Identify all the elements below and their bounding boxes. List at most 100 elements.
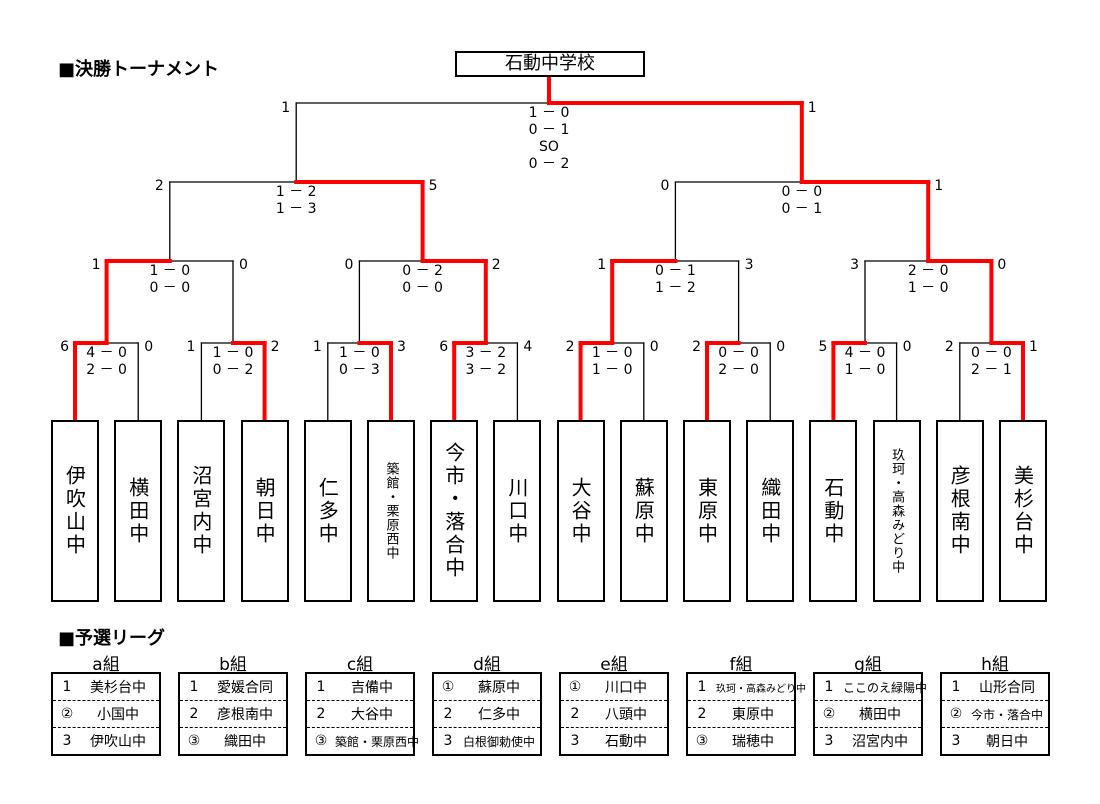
team-name: 美杉台中 [1010, 465, 1035, 557]
match-right-score: 0 [239, 257, 248, 273]
team-name: 玖珂・高森みどり中 [889, 448, 905, 574]
match-left-score: 1 [597, 257, 607, 273]
group-name: e組 [600, 655, 628, 675]
match-right-score: 4 [523, 339, 533, 355]
group-rank: ③ [695, 733, 709, 749]
group-team: ここのえ緑陽中 [843, 680, 928, 695]
group-rank: 2 [443, 706, 453, 722]
group-team: 今市・落合中 [970, 707, 1043, 722]
match-right-score: 2 [270, 339, 280, 355]
match-right-score: 2 [491, 257, 501, 273]
match-results: 1 － 0 0 － 0 [149, 263, 191, 296]
match-results: 4 － 0 1 － 0 [844, 345, 886, 378]
match-right-score: 0 [902, 339, 912, 355]
group-team: 愛媛合同 [217, 680, 273, 696]
group-name: b組 [219, 655, 247, 675]
match-results: 1 － 2 1 － 3 [275, 184, 317, 217]
group-rank: 2 [570, 706, 580, 722]
group-rank: 1 [316, 679, 326, 695]
group-rank: ③ [187, 733, 201, 749]
match-results: 0 － 1 1 － 2 [655, 263, 696, 296]
match-left-score: 1 [281, 100, 291, 116]
group-team: 山形合同 [979, 680, 1035, 696]
group-row: 1 愛媛合同 [180, 674, 286, 700]
team-name: 蘇原中 [631, 476, 656, 546]
team-name: 仁多中 [315, 476, 340, 546]
match-right-score: 0 [997, 257, 1007, 273]
group-rank: 3 [62, 733, 72, 749]
match-results: 0 － 0 2 － 0 [718, 345, 759, 378]
match-right-score: 3 [744, 257, 754, 273]
team-name: 川口中 [504, 476, 529, 546]
team-name: 築館・栗原西中 [383, 462, 399, 560]
group-team: 美杉台中 [90, 680, 146, 696]
match-results: 3 － 2 3 － 2 [465, 345, 507, 378]
team-box: 朝日中 [240, 420, 289, 602]
group-name: f組 [729, 655, 753, 675]
group-rank: 1 [824, 679, 834, 695]
team-name: 大谷中 [568, 476, 593, 546]
group-rank: ① [568, 679, 582, 695]
group-name: g組 [854, 655, 882, 675]
match-results: 1 － 0 0 － 1 SO 0 － 2 [528, 105, 570, 172]
group-rank: 1 [189, 679, 199, 695]
group-rank: 2 [189, 706, 199, 722]
team-box: 織田中 [746, 420, 795, 602]
match-left-score: 5 [818, 339, 828, 355]
match-left-score: 0 [344, 257, 354, 273]
group-row: 3 伊吹山中 [53, 727, 159, 754]
match-results: 4 － 0 2 － 0 [86, 345, 127, 378]
group-name: a組 [92, 655, 120, 675]
group-rank: 2 [697, 706, 707, 722]
group-team: 沼宮内中 [852, 734, 908, 750]
match-results: 0 － 0 2 － 1 [971, 345, 1012, 378]
match-results: 1 － 0 1 － 0 [591, 345, 633, 378]
group-row: 1 ここのえ緑陽中 [815, 674, 927, 700]
group-rank: 3 [443, 733, 453, 749]
group-team: 伊吹山中 [90, 734, 146, 750]
team-box: 大谷中 [556, 420, 605, 602]
match-results: 2 － 0 1 － 0 [907, 263, 949, 296]
group-team: 蘇原中 [478, 680, 520, 696]
group-name: d組 [473, 655, 501, 675]
match-left-score: 3 [850, 257, 859, 273]
match-results: 1 － 0 0 － 3 [339, 345, 380, 378]
league-title: ■予選リーグ [58, 628, 166, 649]
group-team: 小国中 [97, 707, 139, 723]
match-right-score: 1 [807, 100, 817, 116]
team-box: 彦根南中 [935, 420, 984, 602]
team-box: 東原中 [683, 420, 731, 602]
group-team: 横田中 [859, 707, 901, 723]
group-rank: 3 [951, 733, 961, 749]
group-rank: 3 [570, 733, 580, 749]
match-right-score: 0 [776, 339, 786, 355]
team-name: 織田中 [757, 476, 782, 546]
match-results: 1 － 0 0 － 2 [212, 345, 254, 378]
group-team: 大谷中 [351, 707, 393, 723]
team-name: 今市・落合中 [441, 442, 466, 580]
team-box: 玖珂・高森みどり中 [872, 420, 921, 602]
match-left-score: 1 [186, 339, 196, 355]
group-rank: ② [949, 706, 963, 722]
team-box: 沼宮内中 [177, 420, 226, 602]
group-rank: ③ [314, 733, 328, 749]
